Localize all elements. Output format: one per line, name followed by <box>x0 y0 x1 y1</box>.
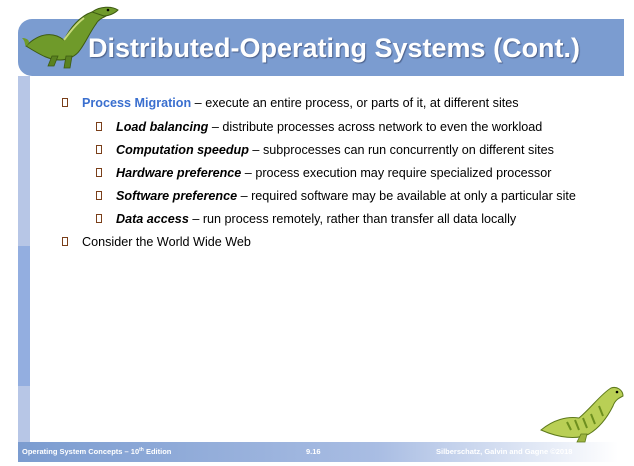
bullet-list: Process Migration – execute an entire pr… <box>60 95 580 258</box>
dinosaur-body <box>540 387 624 438</box>
bullet-text: – process execution may require speciali… <box>241 166 552 180</box>
list-item: Process Migration – execute an entire pr… <box>60 95 580 111</box>
dinosaur-stripes <box>566 405 604 431</box>
dinosaur-leg-front <box>63 55 73 69</box>
bullet-icon <box>96 191 102 200</box>
list-item: Software preference – required software … <box>60 188 580 204</box>
bullet-text: – subprocesses can run concurrently on d… <box>248 143 554 157</box>
bullet-icon <box>96 214 102 223</box>
list-item: Data access – run process remotely, rath… <box>60 211 580 227</box>
dinosaur-eye <box>615 390 619 394</box>
bullet-icon <box>96 168 102 177</box>
bullet-icon <box>96 122 102 131</box>
bullet-icon <box>62 98 68 107</box>
bullet-icon <box>62 237 68 246</box>
bullet-term: Computation speedup <box>116 143 249 157</box>
footer-copyright: Silberschatz, Galvin and Gagne ©2018 <box>436 447 573 456</box>
footer-book-title: Operating System Concepts – 10th Edition <box>22 447 172 456</box>
bullet-text: – run process remotely, rather than tran… <box>188 212 517 226</box>
slide-title: Distributed-Operating Systems (Cont.) <box>88 33 581 63</box>
footer-band <box>18 442 618 462</box>
bullet-text: Consider the World Wide Web <box>82 235 251 249</box>
dinosaur-leg <box>576 433 588 443</box>
list-item: Load balancing – distribute processes ac… <box>60 119 580 135</box>
bullet-icon <box>96 145 102 154</box>
bullet-text: – distribute processes across network to… <box>208 120 543 134</box>
left-stripe <box>18 76 30 459</box>
bullet-text: – required software may be available at … <box>237 189 576 203</box>
dinosaur-back-ridge <box>63 17 85 41</box>
title-bar <box>18 19 624 76</box>
dinosaur-tail <box>22 38 29 46</box>
dinosaur-eye <box>106 8 110 12</box>
dinosaur-icon <box>22 6 119 69</box>
bullet-term: Data access <box>116 212 189 226</box>
list-item: Consider the World Wide Web <box>60 234 580 250</box>
bullet-term: Process Migration <box>82 96 192 110</box>
dinosaur-footer-icon <box>540 387 624 443</box>
list-item: Computation speedup – subprocesses can r… <box>60 142 580 158</box>
list-item: Hardware preference – process execution … <box>60 165 580 181</box>
bullet-text: – execute an entire process, or parts of… <box>191 96 519 110</box>
bullet-term: Hardware preference <box>116 166 242 180</box>
dinosaur-head <box>90 6 119 17</box>
dinosaur-leg-back <box>47 55 59 67</box>
bullet-term: Software preference <box>116 189 238 203</box>
footer-page-number: 9.16 <box>306 447 321 456</box>
bullet-term: Load balancing <box>116 120 209 134</box>
